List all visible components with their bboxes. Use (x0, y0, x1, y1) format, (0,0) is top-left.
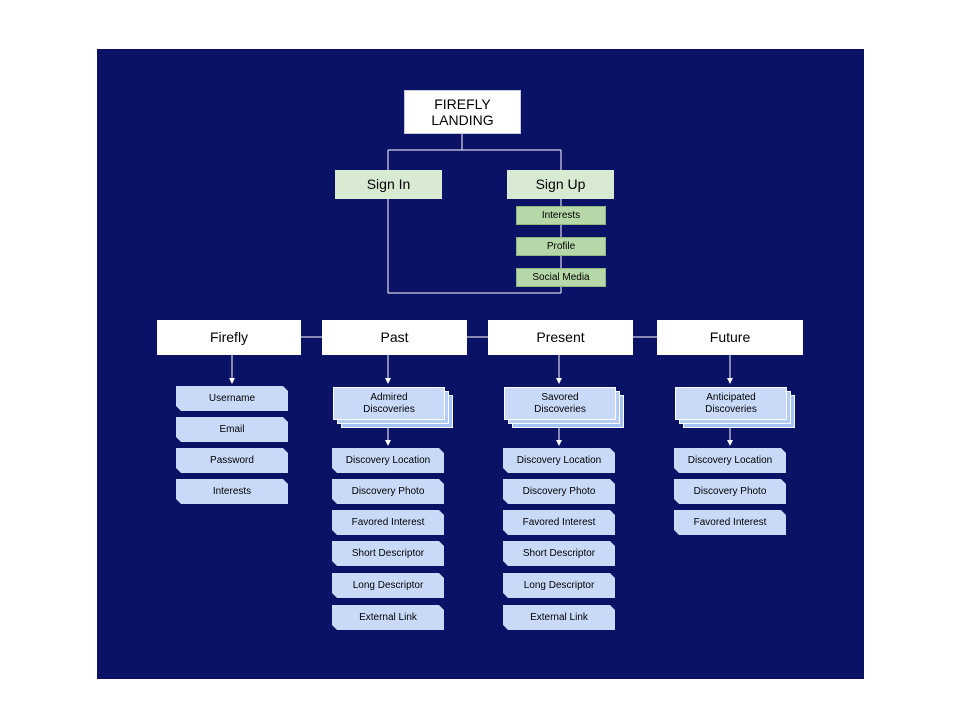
item-label: Discovery Photo (693, 485, 767, 497)
firefly-item: Password (176, 448, 288, 473)
future-item: Favored Interest (674, 510, 786, 535)
firefly-item: Email (176, 417, 288, 442)
sign-up-step-social-media: Social Media (516, 268, 606, 287)
stack-label: Admired Discoveries (333, 387, 445, 420)
item-label: Email (219, 423, 245, 435)
section-firefly: Firefly (157, 320, 301, 355)
item-label: Discovery Location (516, 454, 602, 466)
sign-up-node: Sign Up (507, 170, 614, 199)
item-label: Discovery Photo (351, 485, 425, 497)
section-future: Future (657, 320, 803, 355)
firefly-landing-node: FIREFLY LANDING (404, 90, 521, 134)
present-discoveries-stack: Savored Discoveries (504, 387, 626, 429)
item-label: Discovery Photo (522, 485, 596, 497)
past-item: Long Descriptor (332, 573, 444, 598)
item-label: Long Descriptor (523, 579, 595, 591)
stack-label-line-2: Discoveries (534, 403, 586, 415)
section-past: Past (322, 320, 467, 355)
diagram-background (97, 49, 864, 679)
item-label: Short Descriptor (351, 547, 425, 559)
sign-up-step-label: Profile (546, 240, 576, 252)
item-label: External Link (359, 611, 417, 623)
item-label: Long Descriptor (352, 579, 424, 591)
sign-up-step-profile: Profile (516, 237, 606, 256)
present-item: Short Descriptor (503, 541, 615, 566)
section-title: Future (709, 329, 751, 346)
present-item: Discovery Photo (503, 479, 615, 504)
sign-in-node: Sign In (335, 170, 442, 199)
past-item: Discovery Location (332, 448, 444, 473)
stack-label-line-2: Discoveries (705, 403, 757, 415)
present-item: External Link (503, 605, 615, 630)
stack-label-line-1: Admired (370, 391, 408, 403)
item-label: Short Descriptor (522, 547, 596, 559)
future-discoveries-stack: Anticipated Discoveries (675, 387, 797, 429)
item-label: Password (210, 454, 254, 466)
sign-in-label: Sign In (366, 176, 411, 193)
section-present: Present (488, 320, 633, 355)
future-item: Discovery Photo (674, 479, 786, 504)
item-label: External Link (530, 611, 588, 623)
present-item: Favored Interest (503, 510, 615, 535)
item-label: Favored Interest (693, 516, 767, 528)
sign-up-label: Sign Up (535, 176, 586, 193)
sign-up-step-label: Social Media (532, 271, 590, 283)
stack-label-line-1: Savored (541, 391, 579, 403)
past-item: Short Descriptor (332, 541, 444, 566)
past-discoveries-stack: Admired Discoveries (333, 387, 455, 429)
past-item: Discovery Photo (332, 479, 444, 504)
stack-label: Anticipated Discoveries (675, 387, 787, 420)
item-label: Favored Interest (351, 516, 425, 528)
stack-label-line-1: Anticipated (706, 391, 756, 403)
past-item: Favored Interest (332, 510, 444, 535)
sign-up-step-label: Interests (541, 209, 581, 221)
present-item: Long Descriptor (503, 573, 615, 598)
sign-up-step-interests: Interests (516, 206, 606, 225)
firefly-item: Username (176, 386, 288, 411)
stack-label: Savored Discoveries (504, 387, 616, 420)
future-item: Discovery Location (674, 448, 786, 473)
section-title: Present (536, 329, 585, 346)
section-title: Past (380, 329, 409, 346)
present-item: Discovery Location (503, 448, 615, 473)
section-title: Firefly (209, 329, 249, 346)
item-label: Username (208, 392, 256, 404)
root-title-line-2: LANDING (431, 112, 494, 128)
root-title-line-1: FIREFLY (434, 95, 491, 112)
firefly-item: Interests (176, 479, 288, 504)
item-label: Favored Interest (522, 516, 596, 528)
item-label: Discovery Location (687, 454, 773, 466)
item-label: Discovery Location (345, 454, 431, 466)
stack-label-line-2: Discoveries (363, 403, 415, 415)
past-item: External Link (332, 605, 444, 630)
item-label: Interests (212, 485, 252, 497)
